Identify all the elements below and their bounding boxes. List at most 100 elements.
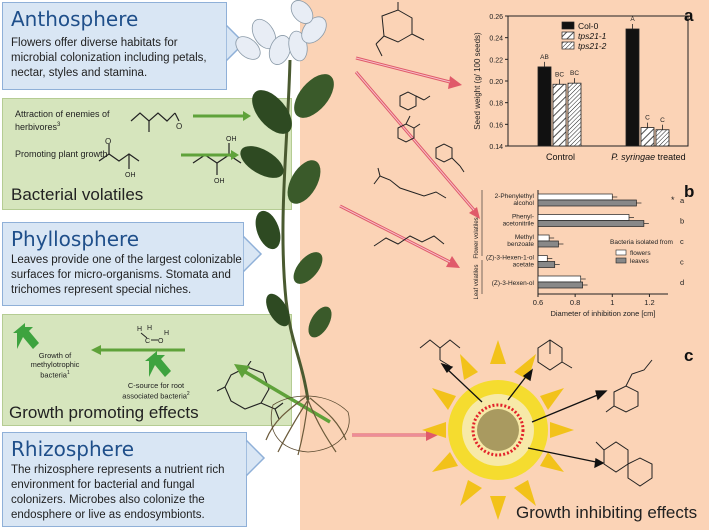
rhizosphere-title: Rhizosphere (11, 437, 135, 461)
up-arrow-icon (13, 323, 39, 349)
chart-a-category-italic: P. syringae (611, 152, 655, 162)
chart-b-bar (537, 255, 548, 262)
chart-b-category-line: (Z)-3-Hexen-ol (492, 280, 535, 287)
chart-b-category: (Z)-3-Hexen-ol (492, 280, 535, 287)
chart-a-ytick-label: 0.14 (489, 144, 503, 151)
chart-b-category-line: 2-Phenylethyl (495, 193, 535, 200)
chart-b-legend-label: leaves (630, 258, 650, 265)
chart-a-letter: BC (570, 70, 579, 77)
chart-a-letter: A (630, 16, 635, 23)
attraction-arrow (193, 111, 251, 121)
methanol-structure-icon: H C O H H (137, 325, 169, 345)
svg-text:OH: OH (214, 178, 225, 185)
chart-a-category: Control (546, 152, 575, 162)
terpene-ring-icon (381, 9, 413, 43)
chart-a-letter: C (660, 117, 665, 124)
chart-a-bar (625, 28, 640, 147)
chart-b-category: Phenyl-acetonitrile (503, 214, 535, 228)
chart-b-category-line: alcohol (513, 200, 534, 207)
chart-a-legend-label: tps21-1 (578, 31, 607, 41)
chart-b-legend-label: flowers (630, 250, 651, 257)
panel-label-a: a (684, 6, 694, 25)
chart-a-letter: BC (555, 71, 564, 78)
chart-b-bar (537, 220, 645, 227)
chart-b-xtick-label: 0.8 (570, 298, 580, 307)
promoting-label: Promoting plant growth (15, 149, 108, 159)
isovaleraldehyde-structure-icon: O (130, 112, 182, 132)
chart-a-category-rest: treated (655, 152, 686, 162)
chart-a-ytick-label: 0.16 (489, 122, 503, 129)
rhizosphere-text: The rhizosphere represents a nutrient ri… (11, 464, 225, 521)
anthosphere-box: Anthosphere Flowers offer diverse habita… (2, 2, 227, 90)
root-carbon-arrow (234, 364, 331, 424)
chart-b-letter: d (680, 278, 684, 287)
promoting-arrow (181, 150, 239, 160)
chart-b-category-line: Phenyl- (512, 214, 534, 221)
chart-b-bar (537, 240, 559, 248)
phyllosphere-box: Phyllosphere Leaves provide one of the l… (2, 222, 244, 306)
csource-label: C-source for root associated bacteria2 (122, 381, 190, 401)
chart-b-category-line: Methyl (515, 234, 535, 241)
chart-b-xtick-label: 0.6 (533, 298, 543, 307)
growth-promoting-title: Growth promoting effects (9, 403, 199, 422)
plant-illustration (235, 0, 350, 456)
rhizosphere-pointer (246, 440, 266, 476)
bacterial-volatiles-box: Attraction of enemies of herbivores3 Pro… (2, 98, 292, 210)
acetoin-structure-icon: O OH (98, 137, 140, 179)
chart-b-group-label: Flower volatiles (474, 217, 480, 258)
chart-a-bar (655, 129, 670, 147)
chart-a-bar (552, 83, 567, 147)
chart-b-bar (537, 261, 556, 268)
svg-text:O: O (176, 122, 182, 131)
chart-b-category-line: acetate (513, 262, 535, 269)
chart-b-xtick-label: 1 (610, 298, 614, 307)
chart-b-legend-title: Bacteria isolated from (610, 239, 673, 246)
chart-a-ylabel: Seed weight (g/ 100 seeds) (473, 32, 482, 130)
svg-text:O: O (105, 137, 111, 146)
chart-b-legend-swatch (615, 257, 627, 264)
svg-text:H: H (164, 330, 169, 337)
chart-a-ytick-label: 0.18 (489, 101, 503, 108)
chart-a-bar (567, 82, 582, 147)
chart-b-bar (537, 193, 613, 201)
chart-b-xtick-label: 1.2 (644, 298, 654, 307)
chart-a-legend-swatch (561, 31, 575, 40)
chart-a-ytick-label: 0.26 (489, 14, 503, 21)
anthosphere-text: Flowers offer diverse habitats for micro… (11, 37, 207, 79)
chart-a-ytick-label: 0.22 (489, 57, 503, 64)
chart-a-legend-swatch (561, 41, 575, 50)
svg-text:C: C (145, 338, 150, 345)
svg-text:H: H (147, 325, 152, 332)
phyllosphere-text: Leaves provide one of the largest coloni… (11, 254, 242, 296)
chart-a-ytick-label: 0.24 (489, 36, 503, 43)
methanol-arrow (91, 345, 185, 355)
chart-b-letter: b (680, 217, 684, 226)
chart-b-category-line: (Z)-3-Hexen-1-ol (486, 255, 535, 262)
sun-rays (422, 340, 574, 520)
rhizosphere-box: Rhizosphere The rhizosphere represents a… (2, 432, 247, 527)
chart-b-bar (537, 275, 582, 283)
up-arrow-small-icon (145, 351, 171, 377)
phyllosphere-pointer (243, 236, 263, 272)
chart-b-category-line: acetonitrile (503, 221, 535, 228)
chart-b-bar (537, 281, 583, 289)
phyllosphere-title: Phyllosphere (11, 227, 140, 251)
chart-a-letter: C (645, 115, 650, 122)
growth-inhibition-diagram (419, 339, 653, 520)
methylotrophic-label: Growth of methylotrophic bacteria1 (30, 351, 80, 380)
anthosphere-title: Anthosphere (11, 7, 139, 31)
chart-a-letter: AB (540, 54, 549, 61)
svg-text:OH: OH (125, 172, 136, 179)
svg-text:O: O (158, 338, 164, 345)
chart-b-bar (537, 234, 550, 242)
chart-a-bar (640, 127, 655, 147)
chart-b-legend-swatch (615, 249, 627, 256)
molecule-structures (373, 2, 465, 247)
red-arrows (339, 56, 480, 441)
